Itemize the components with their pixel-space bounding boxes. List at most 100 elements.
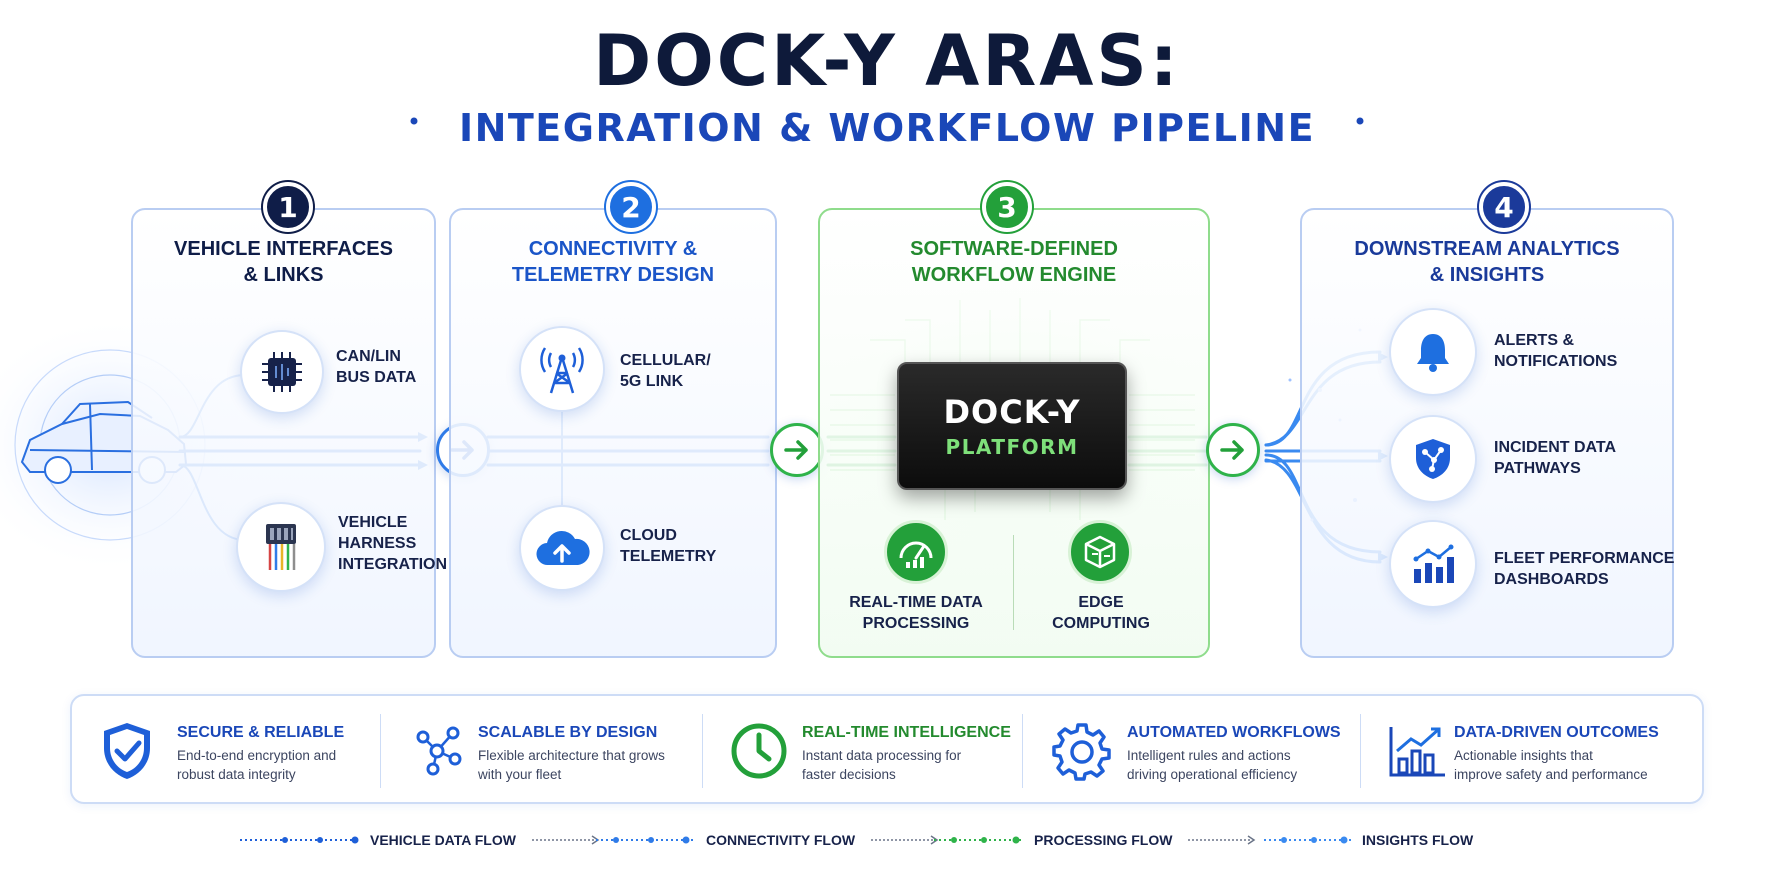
realtime-processing-label: REAL-TIME DATA PROCESSING [830, 592, 1002, 634]
stage-2-number: 2 [606, 182, 656, 232]
stage-3-number: 3 [982, 182, 1032, 232]
header-rule-left-dot [410, 117, 418, 125]
stage-1-number: 1 [263, 182, 313, 232]
can-lin-label-line2: BUS DATA [336, 369, 417, 386]
arrow-right-icon [784, 440, 808, 460]
flow-arrow-3 [1206, 423, 1260, 477]
legend-label: CONNECTIVITY FLOW [706, 832, 856, 848]
legend-arrow [531, 835, 600, 845]
benefit-automated: AUTOMATED WORKFLOWS Intelligent rules an… [1047, 696, 1377, 806]
legend-connectivity-flow: CONNECTIVITY FLOW [596, 828, 941, 852]
cloud-telemetry-label-line2: TELEMETRY [620, 548, 717, 565]
stage-2-title: CONNECTIVITY & TELEMETRY DESIGN [449, 236, 777, 288]
benefit-separator [380, 714, 381, 788]
stage-4-panel [1300, 208, 1674, 658]
stage-1-title: VEHICLE INTERFACES & LINKS [131, 236, 436, 288]
can-lin-label-line1: CAN/LIN [336, 348, 401, 365]
edge-computing-label-line2: COMPUTING [1052, 615, 1150, 632]
benefit-secure: SECURE & RELIABLE End-to-end encryption … [92, 696, 392, 806]
shield-network-icon [1389, 415, 1477, 503]
cloud-telemetry-label-line1: CLOUD [620, 527, 677, 544]
harness-label: VEHICLE HARNESS INTEGRATION [338, 512, 447, 575]
chip-subtitle: PLATFORM [945, 435, 1079, 459]
cloud-upload-icon [519, 505, 605, 591]
stage-1-title-line2: & LINKS [243, 264, 324, 286]
benefits-bar: SECURE & RELIABLE End-to-end encryption … [70, 694, 1704, 804]
edge-computing-label-line1: EDGE [1078, 594, 1124, 611]
stage-4-title: DOWNSTREAM ANALYTICS & INSIGHTS [1300, 236, 1674, 288]
incident-label-line2: PATHWAYS [1494, 460, 1581, 477]
alerts-label: ALERTS & NOTIFICATIONS [1494, 330, 1617, 372]
legend-swatch [596, 836, 696, 844]
can-lin-label: CAN/LIN BUS DATA [336, 346, 416, 388]
legend-label: VEHICLE DATA FLOW [370, 832, 516, 848]
arrow-right-icon [1220, 440, 1244, 460]
legend-swatch [1264, 836, 1352, 844]
legend-insights-flow: INSIGHTS FLOW [1264, 828, 1473, 852]
legend-vehicle-data-flow: VEHICLE DATA FLOW [240, 828, 602, 852]
benefit-scalable: SCALABLE BY DESIGN Flexible architecture… [402, 696, 702, 806]
trend-chart-icon [1382, 716, 1452, 786]
legend-arrow [871, 835, 939, 845]
benefit-automated-desc-line2: driving operational efficiency [1127, 767, 1298, 782]
harness-connector-icon [236, 502, 326, 592]
benefit-realtime-desc-line1: Instant data processing for [802, 748, 962, 763]
fleet-performance-label-line1: FLEET PERFORMANCE [1494, 550, 1675, 567]
shield-check-icon [92, 716, 162, 786]
incident-label: INCIDENT DATA PATHWAYS [1494, 437, 1616, 479]
stage-2-panel [449, 208, 777, 658]
stage-4-title-line2: & INSIGHTS [1429, 264, 1545, 286]
stage-1-title-line1: VEHICLE INTERFACES [174, 238, 393, 260]
harness-label-line2: HARNESS [338, 535, 417, 552]
benefit-scalable-desc-line1: Flexible architecture that grows [478, 748, 665, 763]
legend-label: INSIGHTS FLOW [1362, 832, 1474, 848]
stage-4-number: 4 [1479, 182, 1529, 232]
alerts-label-line2: NOTIFICATIONS [1494, 353, 1618, 370]
header-rule-right-dot [1356, 117, 1364, 125]
stage-3-title: SOFTWARE-DEFINED WORKFLOW ENGINE [818, 236, 1210, 288]
cellular-label-line1: CELLULAR/ [620, 352, 711, 369]
realtime-processing-label-line2: PROCESSING [862, 615, 970, 632]
benefit-scalable-title: SCALABLE BY DESIGN [478, 724, 658, 741]
benefit-separator [702, 714, 703, 788]
chip-title: DOCK-Y [943, 393, 1081, 431]
stage-3-title-line2: WORKFLOW ENGINE [911, 264, 1117, 286]
bell-icon [1389, 308, 1477, 396]
benefit-realtime-desc-line2: faster decisions [802, 767, 896, 782]
benefit-automated-desc: Intelligent rules and actions driving op… [1127, 746, 1297, 784]
stage-3-title-line1: SOFTWARE-DEFINED [910, 238, 1118, 260]
dock-y-platform-chip: DOCK-Y PLATFORM [897, 362, 1127, 490]
gauge-icon [884, 520, 948, 584]
benefit-secure-desc-line1: End-to-end encryption and [177, 748, 337, 763]
flow-arrow-2 [770, 423, 824, 477]
fleet-performance-label: FLEET PERFORMANCE DASHBOARDS [1494, 548, 1674, 590]
benefit-automated-title: AUTOMATED WORKFLOWS [1127, 724, 1341, 741]
legend-swatch [934, 836, 1024, 844]
page-title: DOCK-Y ARAS: [593, 20, 1181, 102]
bar-chart-icon [1389, 520, 1477, 608]
fleet-performance-label-line2: DASHBOARDS [1494, 571, 1609, 588]
benefit-separator [1022, 714, 1023, 788]
cell-tower-icon [519, 326, 605, 412]
benefit-data-driven-title: DATA-DRIVEN OUTCOMES [1454, 724, 1659, 741]
benefit-realtime-desc: Instant data processing for faster decis… [802, 746, 961, 784]
chip-icon [240, 330, 324, 414]
benefit-secure-desc: End-to-end encryption and robust data in… [177, 746, 336, 784]
benefit-data-driven-desc: Actionable insights that improve safety … [1454, 746, 1648, 784]
benefit-realtime: REAL-TIME INTELLIGENCE Instant data proc… [724, 696, 1024, 806]
edge-cube-icon [1068, 520, 1132, 584]
benefit-automated-desc-line1: Intelligent rules and actions [1127, 748, 1291, 763]
stage-4-title-line1: DOWNSTREAM ANALYTICS [1354, 238, 1620, 260]
cloud-telemetry-label: CLOUD TELEMETRY [620, 525, 716, 567]
benefit-realtime-title: REAL-TIME INTELLIGENCE [802, 724, 1011, 741]
edge-computing-label: EDGE COMPUTING [1025, 592, 1177, 634]
gear-icon [1047, 716, 1117, 786]
benefit-data-driven-desc-line2: improve safety and performance [1454, 767, 1648, 782]
clock-icon [724, 716, 794, 786]
green-divider [1013, 535, 1014, 630]
legend-label: PROCESSING FLOW [1034, 832, 1173, 848]
page-subtitle: INTEGRATION & WORKFLOW PIPELINE [458, 106, 1316, 150]
cellular-label: CELLULAR/ 5G LINK [620, 350, 711, 392]
network-nodes-icon [402, 716, 472, 786]
stage-2-title-line1: CONNECTIVITY & [528, 238, 698, 260]
